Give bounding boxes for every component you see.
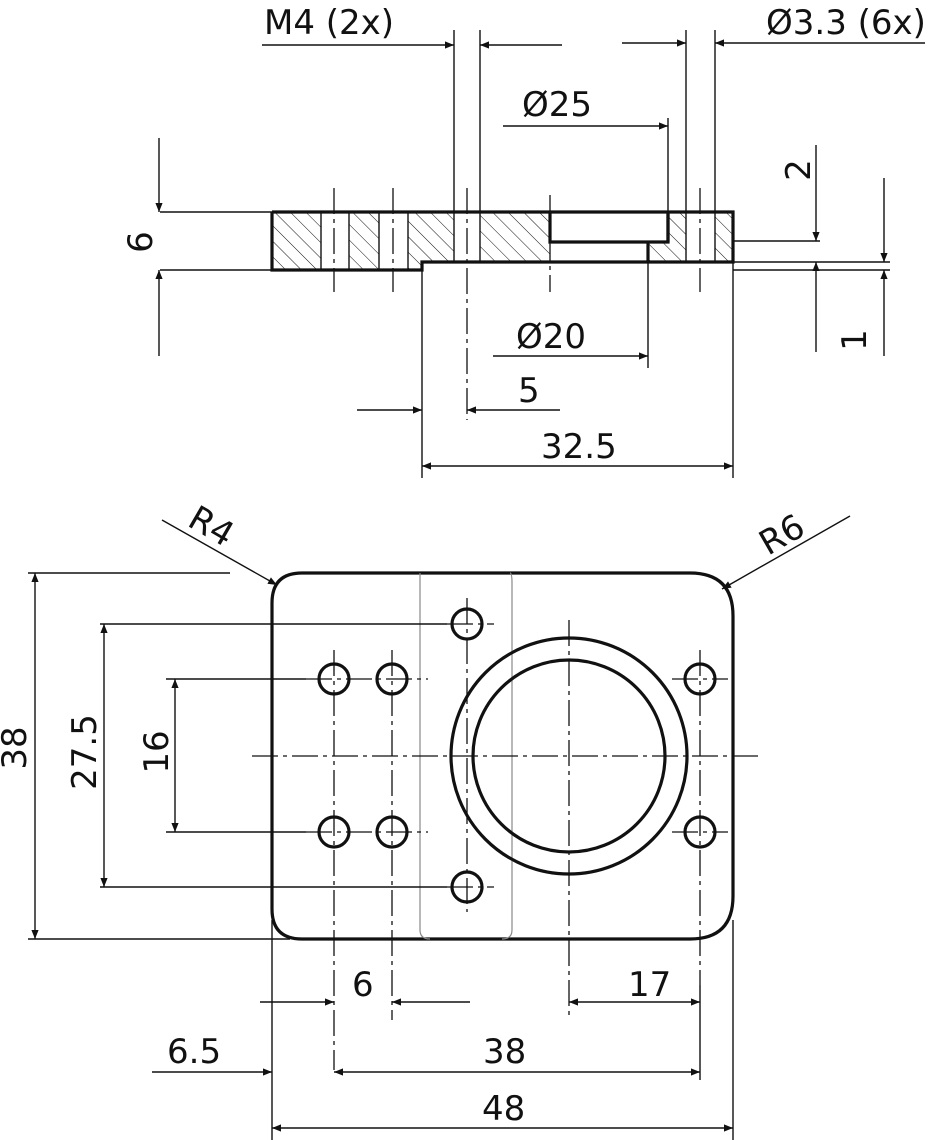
section-extension-lines [160,30,890,478]
section-view: 6 M4 (2x) Ø3.3 (6x) Ø25 Ø20 5 [121,3,926,478]
label-5: 5 [518,371,540,411]
dim-1: 1 [835,178,888,356]
dim-m4: M4 (2x) [262,3,562,49]
dim-width-6-5: 6.5 [152,1032,272,1076]
dim-d20: Ø20 [493,317,648,360]
dim-width-6: 6 [260,965,470,1006]
section-bore [550,212,668,242]
dim-2: 2 [779,145,820,352]
dim-5: 5 [357,371,560,414]
label-16: 16 [137,730,177,773]
plate-outline [270,571,735,941]
label-6-thickness: 6 [121,231,161,253]
dim-width-48: 48 [272,1089,733,1132]
section-centerlines [333,188,701,420]
label-6-horizontal: 6 [352,965,374,1005]
section-hatch-mid [422,212,550,262]
label-48: 48 [482,1089,525,1129]
plan-view: R4 R6 38 27.5 16 6 [0,498,851,1140]
label-38-horizontal: 38 [483,1032,526,1072]
dim-height-16: 16 [137,679,179,832]
dim-width-17: 17 [569,965,700,1006]
section-hole-1 [321,212,349,270]
dim-d33: Ø3.3 (6x) [622,3,926,47]
dim-width-38: 38 [334,1032,700,1076]
plan-extension-lines [28,572,734,1140]
label-38-vertical: 38 [0,726,35,769]
label-17: 17 [628,965,671,1005]
dim-r6: R6 [721,507,851,590]
label-1: 1 [835,329,875,351]
dim-height-27-5: 27.5 [65,624,108,887]
label-r4: R4 [182,498,241,555]
dim-32-5: 32.5 [422,427,733,470]
label-27-5: 27.5 [65,714,105,790]
label-d33: Ø3.3 (6x) [766,3,926,43]
label-m4: M4 (2x) [264,3,394,43]
plan-centerlines [252,598,760,1070]
label-2: 2 [779,159,819,181]
label-d25: Ø25 [522,85,592,125]
section-hole-edges [320,212,716,270]
label-6-5: 6.5 [167,1032,221,1072]
dim-r4: R4 [161,498,278,586]
section-bore-lower [550,242,648,262]
dim-thickness-6: 6 [121,138,163,356]
dim-height-38: 38 [0,573,39,939]
label-32-5: 32.5 [541,427,617,467]
label-d20: Ø20 [516,317,586,357]
dim-d25: Ø25 [503,85,668,130]
label-r6: R6 [753,507,812,564]
